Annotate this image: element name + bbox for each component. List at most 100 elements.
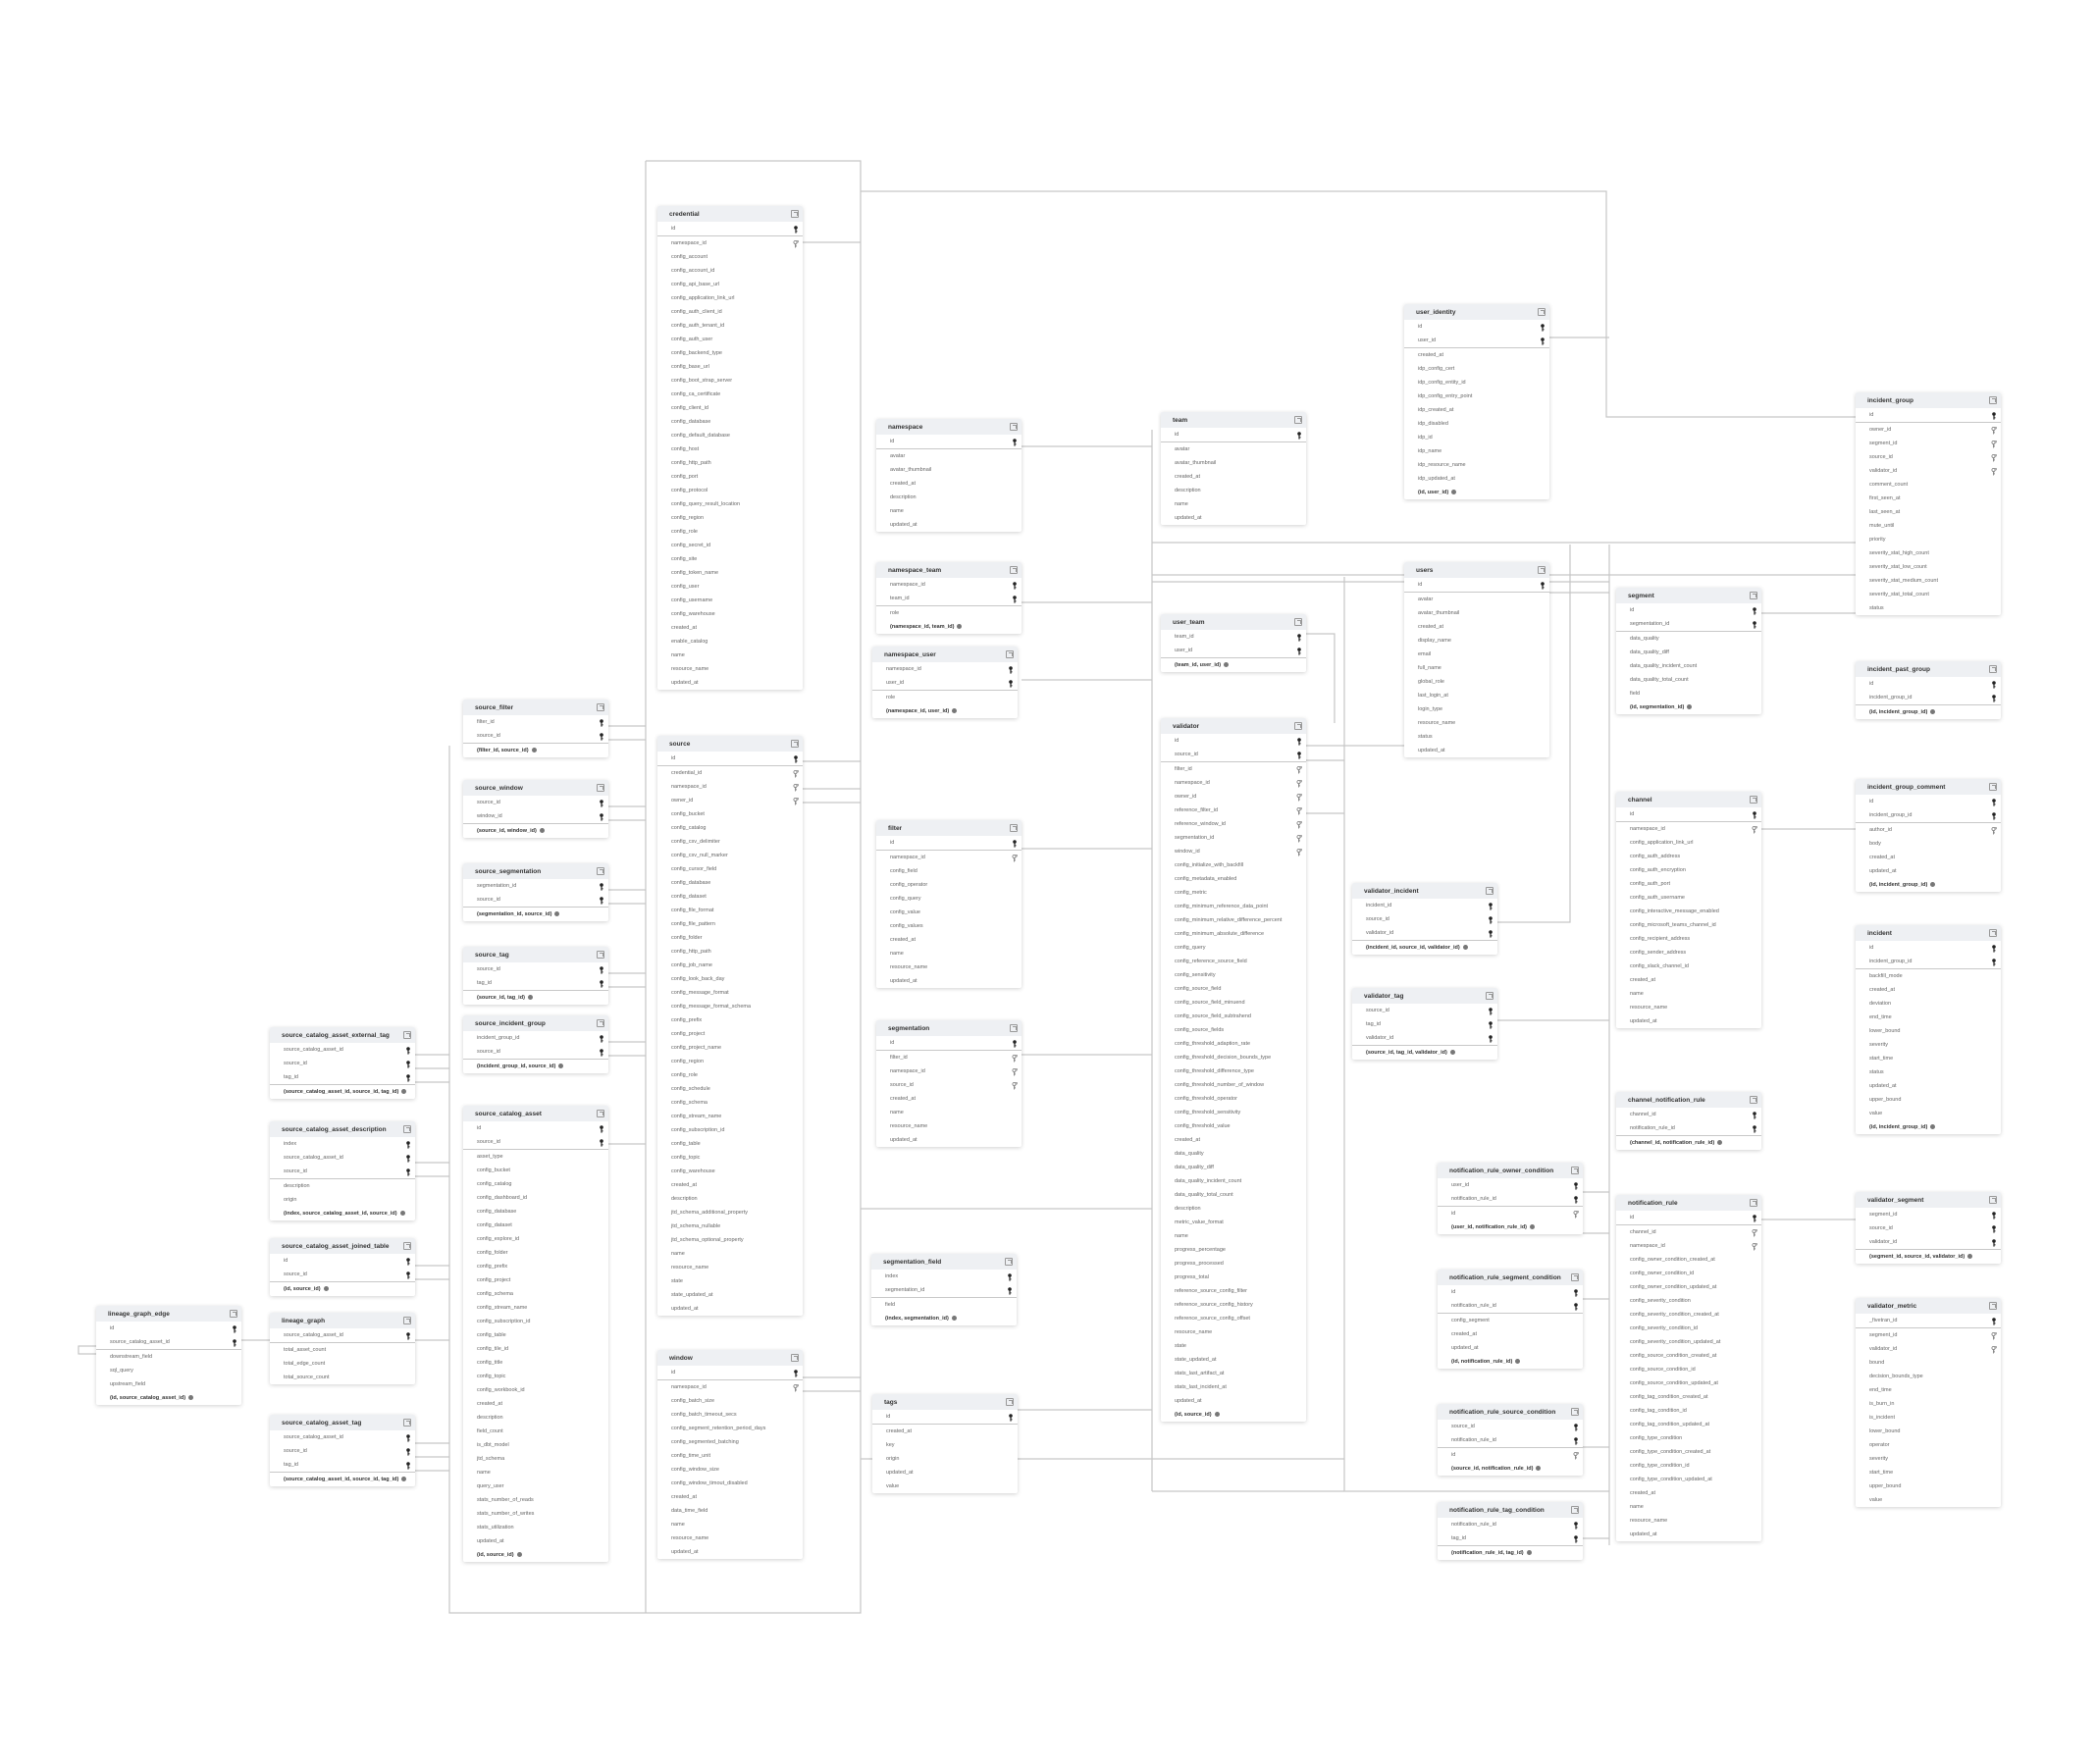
table-validator-tag[interactable]: validator_tag source_id tag_id validator… <box>1352 988 1497 1060</box>
table-header[interactable]: namespace_team <box>876 562 1022 578</box>
open-link-icon[interactable] <box>597 1110 604 1117</box>
table-header[interactable]: segmentation <box>876 1020 1022 1036</box>
open-link-icon[interactable] <box>1989 1196 1997 1204</box>
table-source-catalog-asset-joined-table[interactable]: source_catalog_asset_joined_table id sou… <box>270 1238 415 1296</box>
table-source-catalog-asset-tag[interactable]: source_catalog_asset_tag source_catalog_… <box>270 1415 415 1486</box>
open-link-icon[interactable] <box>403 1419 411 1427</box>
open-link-icon[interactable] <box>1010 1024 1018 1032</box>
table-notification-rule[interactable]: notification_rule id channel_id namespac… <box>1616 1195 1761 1541</box>
table-namespace-user[interactable]: namespace_user namespace_id user_id role… <box>872 647 1018 718</box>
table-source-catalog-asset-external-tag[interactable]: source_catalog_asset_external_tag source… <box>270 1027 415 1099</box>
table-credential[interactable]: credential id namespace_id config_accoun… <box>657 206 803 690</box>
table-header[interactable]: users <box>1404 562 1549 578</box>
table-header[interactable]: source_segmentation <box>463 863 608 879</box>
table-notification-rule-segment-condition[interactable]: notification_rule_segment_condition id n… <box>1438 1270 1583 1369</box>
table-header[interactable]: channel <box>1616 792 1761 807</box>
table-header[interactable]: filter <box>876 820 1022 836</box>
table-channel-notification-rule[interactable]: channel_notification_rule channel_id not… <box>1616 1092 1761 1150</box>
table-header[interactable]: lineage_graph_edge <box>96 1306 241 1322</box>
open-link-icon[interactable] <box>1989 929 1997 937</box>
table-segment[interactable]: segment id segmentation_id data_quality … <box>1616 588 1761 714</box>
table-header[interactable]: incident_group_comment <box>1856 779 2001 795</box>
table-source-tag[interactable]: source_tag source_id tag_id (source_id, … <box>463 947 608 1005</box>
table-header[interactable]: segment <box>1616 588 1761 603</box>
open-link-icon[interactable] <box>403 1317 411 1324</box>
table-header[interactable]: source_catalog_asset_tag <box>270 1415 415 1430</box>
open-link-icon[interactable] <box>1538 566 1546 574</box>
table-header[interactable]: channel_notification_rule <box>1616 1092 1761 1108</box>
open-link-icon[interactable] <box>1571 1506 1579 1514</box>
table-header[interactable]: validator_incident <box>1352 883 1497 899</box>
open-link-icon[interactable] <box>1750 1199 1757 1207</box>
table-header[interactable]: user_team <box>1161 614 1306 630</box>
open-link-icon[interactable] <box>1750 796 1757 804</box>
table-header[interactable]: source <box>657 736 803 752</box>
table-validator-metric[interactable]: validator_metric _fivetran_id segment_id… <box>1856 1298 2001 1507</box>
table-header[interactable]: validator_metric <box>1856 1298 2001 1314</box>
table-namespace-team[interactable]: namespace_team namespace_id team_id role… <box>876 562 1022 634</box>
open-link-icon[interactable] <box>1750 1096 1757 1104</box>
open-link-icon[interactable] <box>1538 308 1546 316</box>
table-source-catalog-asset[interactable]: source_catalog_asset id source_id asset_… <box>463 1106 608 1562</box>
table-source-filter[interactable]: source_filter filter_id source_id (filte… <box>463 700 608 757</box>
table-validator-incident[interactable]: validator_incident incident_id source_id… <box>1352 883 1497 955</box>
open-link-icon[interactable] <box>1750 592 1757 599</box>
open-link-icon[interactable] <box>1571 1273 1579 1281</box>
table-filter[interactable]: filter id namespace_id config_field conf… <box>876 820 1022 988</box>
open-link-icon[interactable] <box>1010 824 1018 832</box>
table-header[interactable]: source_window <box>463 780 608 796</box>
table-user-team[interactable]: user_team team_id user_id (team_id, user… <box>1161 614 1306 672</box>
open-link-icon[interactable] <box>1571 1408 1579 1416</box>
open-link-icon[interactable] <box>1989 396 1997 404</box>
table-validator-segment[interactable]: validator_segment segment_id source_id v… <box>1856 1192 2001 1264</box>
table-lineage-graph[interactable]: lineage_graph source_catalog_asset_id to… <box>270 1313 415 1384</box>
table-lineage-graph-edge[interactable]: lineage_graph_edge id source_catalog_ass… <box>96 1306 241 1405</box>
table-notification-rule-source-condition[interactable]: notification_rule_source_condition sourc… <box>1438 1404 1583 1476</box>
table-header[interactable]: source_catalog_asset <box>463 1106 608 1121</box>
table-header[interactable]: namespace <box>876 419 1022 435</box>
open-link-icon[interactable] <box>1989 1302 1997 1310</box>
table-source-incident-group[interactable]: source_incident_group incident_group_id … <box>463 1015 608 1073</box>
open-link-icon[interactable] <box>1294 722 1302 730</box>
open-link-icon[interactable] <box>1294 618 1302 626</box>
table-header[interactable]: user_identity <box>1404 304 1549 320</box>
table-source[interactable]: source id credential_id namespace_id own… <box>657 736 803 1316</box>
table-header[interactable]: incident_group <box>1856 392 2001 408</box>
open-link-icon[interactable] <box>403 1031 411 1039</box>
table-channel[interactable]: channel id namespace_id config_applicati… <box>1616 792 1761 1028</box>
table-header[interactable]: source_catalog_asset_description <box>270 1121 415 1137</box>
table-header[interactable]: namespace_user <box>872 647 1018 662</box>
table-source-catalog-asset-description[interactable]: source_catalog_asset_description index s… <box>270 1121 415 1220</box>
table-header[interactable]: source_incident_group <box>463 1015 608 1031</box>
table-header[interactable]: lineage_graph <box>270 1313 415 1328</box>
table-tags[interactable]: tags id created_at key origin updated_at… <box>872 1394 1018 1493</box>
open-link-icon[interactable] <box>791 740 799 748</box>
open-link-icon[interactable] <box>597 703 604 711</box>
open-link-icon[interactable] <box>1006 650 1014 658</box>
table-window[interactable]: window id namespace_id config_batch_size… <box>657 1350 803 1559</box>
open-link-icon[interactable] <box>597 1019 604 1027</box>
table-incident-group[interactable]: incident_group id owner_id segment_id so… <box>1856 392 2001 615</box>
table-namespace[interactable]: namespace id avatar avatar_thumbnail cre… <box>876 419 1022 532</box>
table-incident[interactable]: incident id incident_group_id backfill_m… <box>1856 925 2001 1134</box>
table-user-identity[interactable]: user_identity id user_id created_at idp_… <box>1404 304 1549 499</box>
table-header[interactable]: tags <box>872 1394 1018 1410</box>
table-users[interactable]: users id avatar avatar_thumbnail created… <box>1404 562 1549 757</box>
open-link-icon[interactable] <box>791 210 799 218</box>
open-link-icon[interactable] <box>791 1354 799 1362</box>
table-header[interactable]: incident <box>1856 925 2001 941</box>
open-link-icon[interactable] <box>1010 566 1018 574</box>
table-header[interactable]: notification_rule_source_condition <box>1438 1404 1583 1420</box>
table-header[interactable]: notification_rule_owner_condition <box>1438 1163 1583 1178</box>
open-link-icon[interactable] <box>403 1125 411 1133</box>
open-link-icon[interactable] <box>597 867 604 875</box>
open-link-icon[interactable] <box>1486 887 1493 895</box>
table-header[interactable]: notification_rule_tag_condition <box>1438 1502 1583 1518</box>
open-link-icon[interactable] <box>1294 416 1302 424</box>
table-header[interactable]: source_catalog_asset_external_tag <box>270 1027 415 1043</box>
table-header[interactable]: validator_segment <box>1856 1192 2001 1208</box>
table-notification-rule-tag-condition[interactable]: notification_rule_tag_condition notifica… <box>1438 1502 1583 1560</box>
open-link-icon[interactable] <box>597 951 604 959</box>
table-header[interactable]: notification_rule <box>1616 1195 1761 1211</box>
table-header[interactable]: validator <box>1161 718 1306 734</box>
